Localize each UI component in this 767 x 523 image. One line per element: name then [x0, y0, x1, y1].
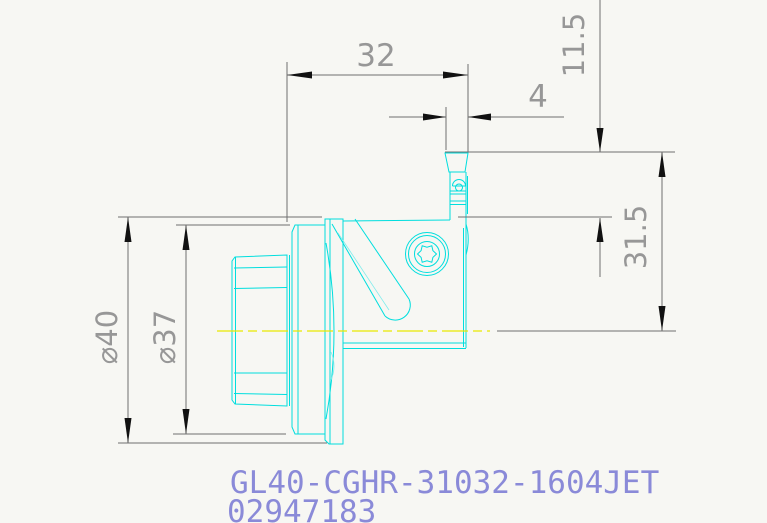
arrowhead-down: [182, 409, 190, 434]
arrowhead-down: [124, 418, 132, 443]
flange-face-curve: [325, 242, 335, 420]
flange-face-curve-small: [330, 351, 335, 381]
screw-head-circle: [408, 235, 446, 273]
pin-round-cap: [384, 298, 411, 321]
arrowhead-up: [596, 218, 604, 242]
dimension-label-31-5: 31.5: [619, 205, 653, 270]
arrowhead-up: [124, 217, 132, 242]
part-number-label: GL40-CGHR-31032-1604JET: [230, 465, 659, 501]
serial-number-label: 02947183: [227, 494, 376, 523]
clamp-screw-dome: [452, 179, 466, 187]
arrowhead-down: [658, 306, 666, 331]
arrowhead-right: [468, 113, 491, 121]
body-top-edge: [342, 219, 451, 222]
dimensions: 32 4 11.5 31.5: [90, 0, 676, 444]
pin-highlight-line: [337, 232, 390, 311]
flange-ring-37: [291, 224, 326, 435]
dimension-label-dia37: ⌀37: [148, 310, 182, 364]
part-geometry: [231, 152, 469, 445]
cutting-insert: [444, 152, 469, 173]
clamp-screw-hole: [455, 183, 463, 192]
back-flange-outline: [324, 218, 344, 445]
body-right-bump: [465, 223, 469, 256]
wrench-flat-line: [233, 287, 288, 289]
dimension-label-32: 32: [356, 38, 395, 74]
dimension-insert-width: 4: [389, 79, 564, 150]
torx-screw: [405, 232, 449, 276]
screw-outer-circle: [405, 232, 449, 276]
arrowhead-left: [423, 113, 446, 121]
screw-recess-circle: [414, 241, 440, 267]
coolant-pin: [331, 218, 411, 321]
flange-ring-outline: [291, 224, 326, 435]
dimension-center-height: 31.5: [497, 152, 676, 332]
arrowhead-up: [182, 225, 190, 250]
dimension-head-offset: 11.5: [445, 0, 675, 277]
wrench-flat-line: [233, 393, 288, 395]
insert-clamp: [444, 152, 469, 220]
dimension-pilot-diameter: ⌀37: [148, 224, 290, 435]
title-block: GL40-CGHR-31032-1604JET 02947183: [227, 465, 659, 523]
dimension-label-4: 4: [528, 79, 548, 115]
pin-left-edge: [331, 223, 386, 317]
arrowhead-left: [287, 71, 312, 79]
tool-body: [342, 172, 469, 349]
arrowhead-up: [658, 152, 666, 177]
dimension-label-dia40: ⌀40: [90, 310, 124, 364]
dimension-outer-diameter: ⌀40: [90, 216, 327, 444]
wrench-flat-line: [233, 266, 288, 269]
arrowhead-right: [443, 71, 468, 79]
collet-nut: [231, 254, 290, 407]
arrowhead-down: [596, 128, 604, 152]
torx-socket: [416, 245, 438, 263]
dimension-label-11-5: 11.5: [557, 13, 591, 78]
pin-right-edge: [354, 218, 410, 300]
dimension-body-length: 32: [286, 38, 469, 222]
